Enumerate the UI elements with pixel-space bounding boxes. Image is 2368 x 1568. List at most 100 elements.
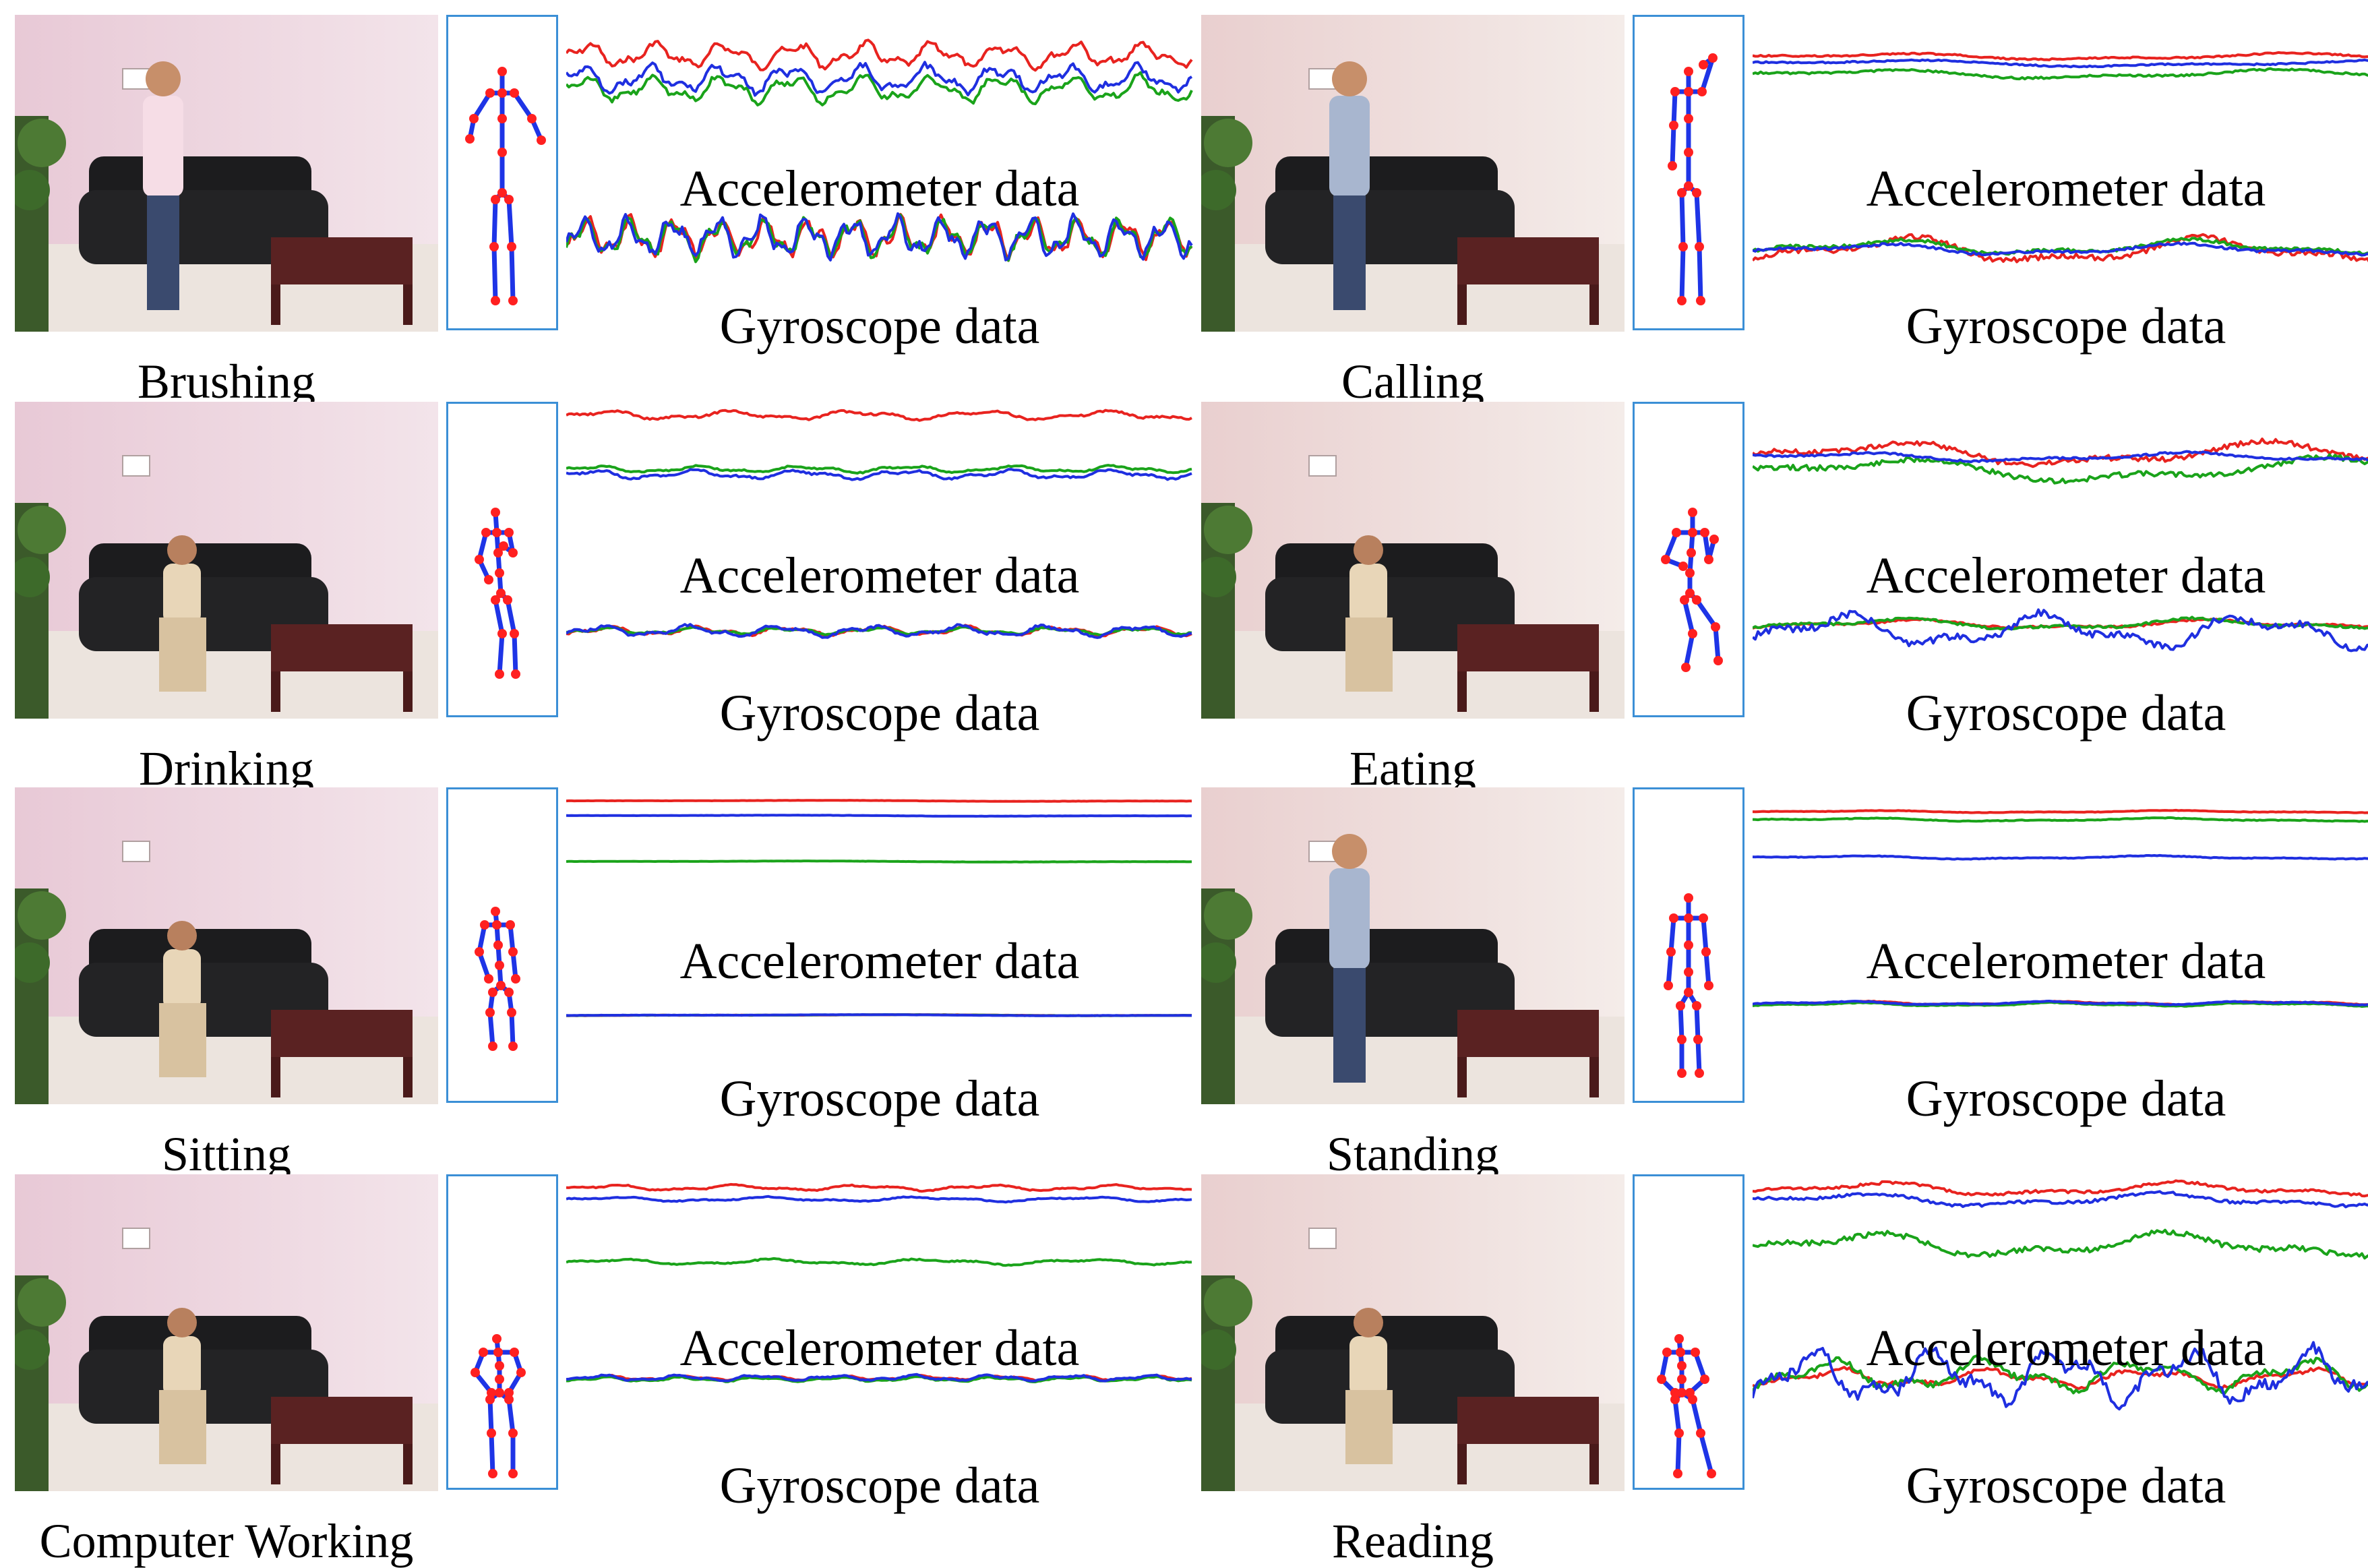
skeleton-joint — [495, 1361, 504, 1370]
gyroscope-label: Gyroscope data — [719, 1071, 1040, 1127]
skeleton-joint — [507, 242, 516, 251]
gyroscope-label: Gyroscope data — [719, 1457, 1040, 1514]
accelerometer-x-trace — [566, 1182, 1192, 1193]
table-leg — [403, 1444, 413, 1484]
gyroscope-traces — [566, 623, 1192, 639]
skeleton-joint — [1672, 528, 1681, 537]
skeleton-bone — [1699, 55, 1716, 94]
skeleton-joint — [506, 920, 515, 930]
gyroscope-z-trace — [566, 623, 1192, 639]
skeleton-joint — [497, 188, 507, 198]
skeleton-bone — [489, 1430, 495, 1476]
skeleton-bone — [1693, 1350, 1707, 1382]
skeleton-frame — [446, 15, 558, 330]
accelerometer-label: Accelerometer data — [1866, 1320, 2266, 1377]
person-torso — [163, 564, 201, 624]
skeleton-joint — [487, 1428, 496, 1438]
coffee-table — [271, 1397, 413, 1444]
skeleton-joint — [1677, 1068, 1687, 1078]
wall-sign — [122, 841, 150, 862]
skeleton-joint — [1670, 1388, 1680, 1397]
skeleton-joint — [1695, 242, 1704, 251]
table-leg — [271, 284, 280, 325]
person-legs — [1333, 195, 1366, 310]
skeleton-bone — [477, 949, 491, 982]
skeleton-joint — [495, 568, 504, 578]
coffee-table — [271, 624, 413, 671]
skeleton-joint — [507, 1008, 516, 1017]
gyroscope-x-trace — [1753, 233, 2368, 264]
accelerometer-label: Accelerometer data — [679, 547, 1080, 604]
table-leg — [1457, 284, 1467, 325]
coffee-table — [1457, 624, 1599, 671]
plant-leaves — [18, 506, 66, 554]
skeleton-joint — [1684, 913, 1693, 923]
gyroscope-z-trace — [1753, 608, 2368, 653]
skeleton-joint — [1678, 562, 1688, 571]
table-leg — [1457, 1444, 1467, 1484]
gyroscope-label: Gyroscope data — [1906, 1457, 2226, 1514]
accelerometer-z-trace — [1753, 853, 2368, 861]
accelerometer-x-trace — [566, 409, 1192, 422]
person-legs — [1345, 617, 1393, 692]
skeleton-joint — [1687, 548, 1696, 557]
accelerometer-y-trace — [566, 71, 1193, 107]
plant-leaves — [15, 1329, 50, 1370]
gyroscope-traces — [1753, 1341, 2368, 1411]
skeleton-bone — [491, 244, 498, 303]
skeleton-joint — [1661, 555, 1670, 564]
person-head — [1354, 1308, 1383, 1337]
skeleton-joint — [1669, 121, 1678, 130]
plant-leaves — [15, 942, 50, 983]
skeleton-joint — [1684, 893, 1693, 903]
wall-sign — [1308, 1228, 1337, 1249]
accelerometer-z-trace — [566, 61, 1193, 97]
skeleton-joint — [1692, 188, 1701, 198]
skeleton-joint — [1704, 981, 1713, 990]
accelerometer-y-trace — [1753, 816, 2368, 823]
skeleton-joint — [491, 195, 500, 204]
person-torso — [1349, 1336, 1387, 1397]
plant-leaves — [1201, 557, 1236, 597]
skeleton-joint — [504, 1388, 514, 1397]
accelerometer-x-trace — [566, 799, 1192, 803]
skeleton-bone — [1671, 89, 1678, 128]
person-head — [146, 61, 181, 96]
skeleton-joint — [480, 920, 489, 930]
gyroscope-z-trace — [1753, 1341, 2368, 1411]
person-head — [167, 1308, 197, 1337]
sofa-seat — [1265, 1350, 1515, 1424]
skeleton-joint — [1674, 1334, 1684, 1344]
skeleton-joint — [504, 988, 514, 997]
skeleton-joint — [1696, 296, 1705, 305]
plant-leaves — [1204, 119, 1252, 167]
skeleton-frame — [1633, 1174, 1744, 1490]
skeleton-joint — [1692, 595, 1701, 605]
skeleton-joint — [1692, 1001, 1701, 1011]
skeleton-joint — [1677, 1375, 1687, 1384]
gyroscope-z-trace — [566, 1013, 1192, 1017]
skeleton-joint — [497, 629, 507, 638]
skeleton-frame — [446, 787, 558, 1103]
skeleton-joint — [1666, 947, 1676, 957]
person-legs — [159, 1390, 206, 1464]
person-torso — [143, 96, 183, 197]
gyroscope-label: Gyroscope data — [1906, 298, 2226, 355]
table-leg — [403, 1057, 413, 1097]
scene-photo — [1201, 15, 1625, 332]
accelerometer-y-trace — [566, 860, 1192, 864]
skeleton-joint — [496, 589, 506, 598]
skeleton-bone — [497, 631, 505, 677]
skeleton-joint — [469, 114, 479, 123]
skeleton-joint — [1677, 296, 1687, 305]
skeleton-joint — [508, 947, 518, 957]
scene-photo — [1201, 787, 1625, 1104]
sofa-seat — [1265, 577, 1515, 651]
skeleton-joint — [495, 961, 504, 970]
skeleton-joint — [511, 974, 520, 984]
table-leg — [1589, 1057, 1599, 1097]
skeleton-joint — [493, 1348, 503, 1357]
